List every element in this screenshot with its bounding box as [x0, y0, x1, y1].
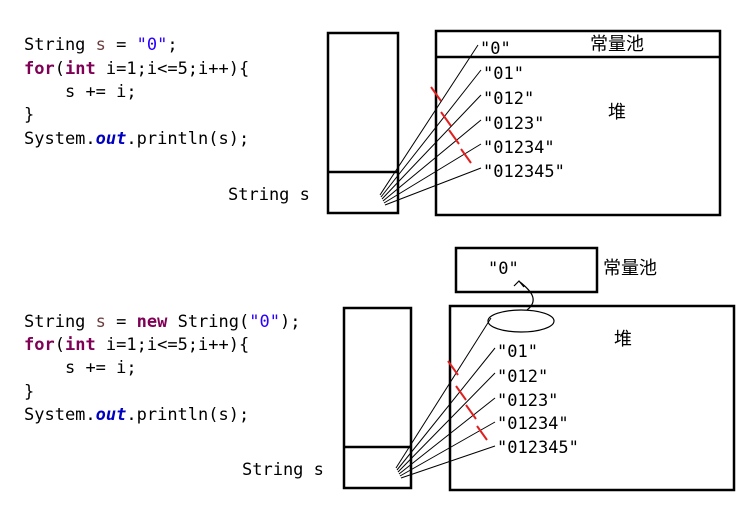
reference-rays-2 [395, 317, 496, 479]
broken-reference-marks-2 [447, 360, 488, 441]
code-line-2-3: s += i; [24, 358, 137, 378]
pool-reference-arrowhead [513, 280, 525, 288]
reference-rays-1 [379, 44, 482, 206]
value-2-2: "0123" [497, 391, 558, 411]
heap-box-1 [434, 29, 722, 217]
code-line-2-5: System.out.println(s); [24, 405, 249, 425]
new-string-object [487, 309, 555, 333]
pool-label-1: 常量池 [590, 34, 644, 55]
value-2-4: "012345" [497, 438, 579, 458]
pool-label-2: 常量池 [603, 258, 657, 279]
broken-reference-marks-1 [430, 86, 472, 164]
code-line-2-1: String s = new String("0"); [24, 312, 300, 332]
stack-box-2 [342, 306, 413, 490]
heap-label-1: 堆 [608, 102, 626, 123]
value-1-3: "0123" [483, 114, 544, 134]
heap-label-2: 堆 [614, 329, 632, 350]
stack-label-2: String s [242, 460, 324, 480]
code-line-2: for(int i=1;i<=5;i++){ [24, 59, 249, 79]
stack-box-1 [326, 31, 400, 215]
value-1-1: "01" [483, 64, 524, 84]
code-line-5: System.out.println(s); [24, 129, 249, 149]
value-2-1: "012" [497, 367, 548, 387]
code-block-2: String s = new String("0"); for(int i=1;… [24, 312, 300, 425]
code-line-3: s += i; [24, 82, 137, 102]
code-line-2-2: for(int i=1;i<=5;i++){ [24, 335, 249, 355]
value-2-3: "01234" [497, 414, 569, 434]
pool-box-2 [454, 246, 599, 294]
code-block-1: String s = "0"; for(int i=1;i<=5;i++){ s… [24, 35, 249, 149]
value-1-5: "012345" [483, 162, 565, 182]
value-1-2: "012" [483, 89, 534, 109]
pool-value-2: "0" [488, 259, 519, 279]
value-1-0: "0" [480, 39, 511, 59]
heap-box-2 [448, 304, 736, 492]
value-2-0: "01" [497, 342, 538, 362]
code-line-4: } [24, 105, 34, 125]
stack-label-1: String s [228, 185, 310, 205]
pool-reference-arrow [519, 281, 534, 311]
value-1-4: "01234" [483, 138, 555, 158]
code-line-2-4: } [24, 382, 34, 402]
code-line-1: String s = "0"; [24, 35, 178, 55]
